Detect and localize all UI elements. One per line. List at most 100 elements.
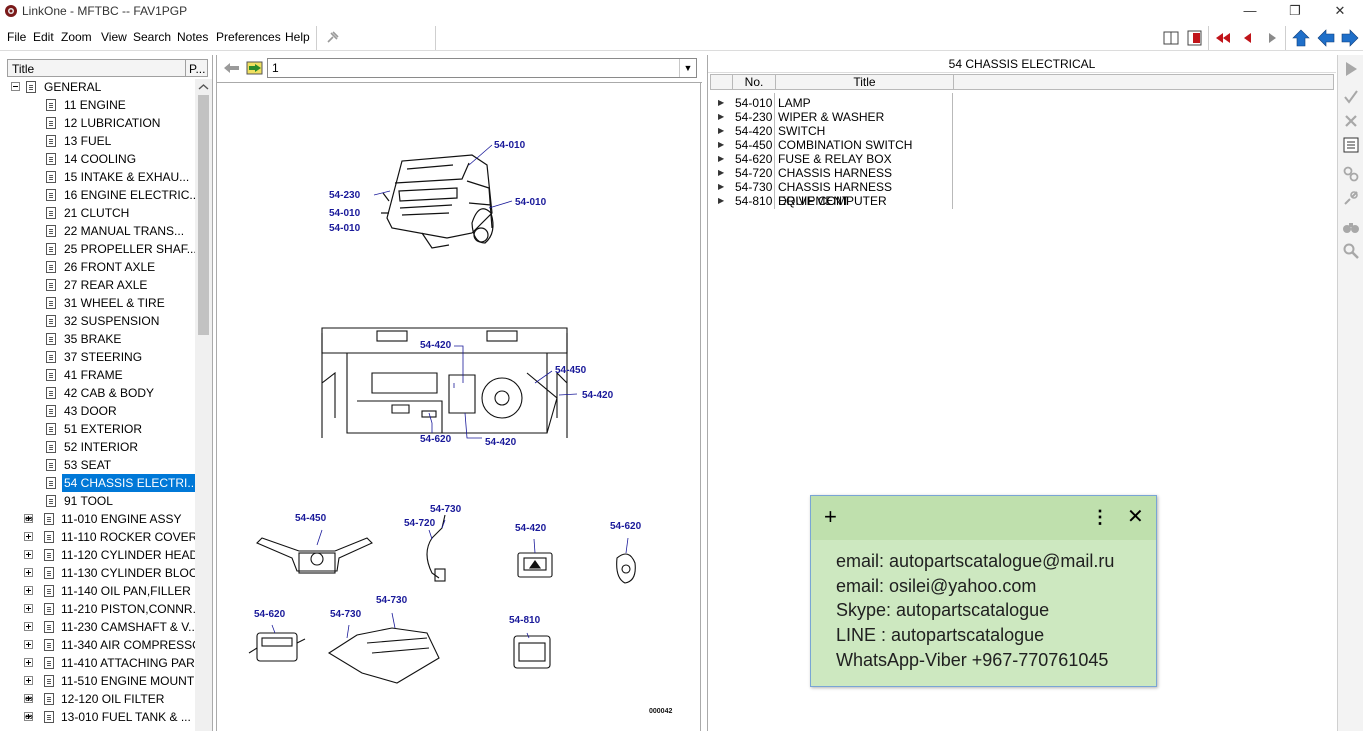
expand-arrow-icon[interactable]: ▶ (718, 98, 725, 107)
column-number[interactable]: No. (733, 75, 776, 89)
expand-arrow-icon[interactable]: ▶ (718, 140, 725, 149)
callout-label[interactable]: 54-720 (404, 518, 436, 529)
expand-icon[interactable] (24, 514, 33, 523)
tree-item-section[interactable]: 11 ENGINE (0, 96, 195, 114)
menu-notes[interactable]: Notes (177, 30, 209, 44)
callout-label[interactable]: 54-010 (515, 197, 547, 208)
tree-item-group[interactable]: ∞13-010 FUEL TANK & ... (0, 708, 195, 726)
expand-icon[interactable] (24, 712, 33, 721)
tree-item-group[interactable]: 11-410 ATTACHING PAR... (0, 654, 205, 672)
navigate-back-icon[interactable] (1316, 28, 1336, 48)
tree-item-section[interactable]: 54 CHASSIS ELECTRI... (0, 474, 200, 492)
tree-item-section[interactable]: 12 LUBRICATION (0, 114, 195, 132)
tree-item-group[interactable]: 11-140 OIL PAN,FILLER ... (0, 582, 204, 600)
callout-label[interactable]: 54-010 (329, 223, 361, 234)
expand-arrow-icon[interactable]: ▶ (718, 182, 725, 191)
callout-label[interactable]: 54-230 (329, 190, 361, 201)
callout-label[interactable]: 54-010 (329, 208, 361, 219)
tree-item-group[interactable]: 11-340 AIR COMPRESSO... (0, 636, 212, 654)
callout-label[interactable]: 54-420 (582, 390, 614, 401)
callout-label[interactable]: 54-620 (420, 434, 452, 445)
tree-item-group[interactable]: 11-130 CYLINDER BLOC... (0, 564, 208, 582)
expand-icon[interactable] (24, 640, 33, 649)
tree-root-general[interactable]: GENERAL (0, 78, 195, 96)
tree-item-section[interactable]: 52 INTERIOR (0, 438, 195, 456)
navigate-up-icon[interactable] (1291, 28, 1311, 48)
tree-item-group[interactable]: ∞11-010 ENGINE ASSY (0, 510, 195, 528)
callout-label[interactable]: 54-450 (555, 365, 587, 376)
tree-item-section[interactable]: 43 DOOR (0, 402, 195, 420)
menu-edit[interactable]: Edit (33, 30, 54, 44)
next-page-icon[interactable] (1262, 28, 1282, 48)
tree-item-section[interactable]: 13 FUEL (0, 132, 195, 150)
column-title[interactable]: Title (776, 75, 954, 89)
menu-preferences[interactable]: Preferences (216, 30, 281, 44)
pin-icon[interactable] (322, 28, 342, 48)
menu-zoom[interactable]: Zoom (61, 30, 92, 44)
callout-label[interactable]: 54-420 (420, 340, 452, 351)
tree-item-section[interactable]: 91 TOOL (0, 492, 195, 510)
callout-label[interactable]: 54-010 (494, 140, 526, 151)
chevron-down-icon[interactable]: ▼ (679, 59, 696, 77)
expand-arrow-icon[interactable]: ▶ (718, 196, 725, 205)
notes-book-icon[interactable] (1185, 28, 1205, 48)
first-page-icon[interactable] (1213, 28, 1233, 48)
tree-column-title[interactable]: Title (12, 62, 35, 76)
list-icon[interactable] (1342, 136, 1360, 154)
callout-label[interactable]: 54-420 (485, 437, 517, 448)
collapse-icon[interactable] (11, 82, 20, 91)
expand-arrow-icon[interactable]: ▶ (718, 168, 725, 177)
callout-label[interactable]: 54-620 (610, 521, 642, 532)
expand-arrow-icon[interactable]: ▶ (718, 112, 725, 121)
tree-item-group[interactable]: ∞12-120 OIL FILTER (0, 690, 195, 708)
expand-icon[interactable] (24, 604, 33, 613)
add-note-icon[interactable]: + (824, 504, 837, 529)
tree-item-section[interactable]: 35 BRAKE (0, 330, 195, 348)
binoculars-icon[interactable] (1342, 218, 1360, 236)
more-options-icon[interactable]: ⋮ (1091, 507, 1109, 527)
callout-label[interactable]: 54-730 (376, 595, 408, 606)
callout-label[interactable]: 54-730 (430, 504, 462, 515)
menu-help[interactable]: Help (285, 30, 310, 44)
tree-column-page[interactable]: P... (185, 60, 209, 76)
expand-icon[interactable] (24, 676, 33, 685)
tree-item-group[interactable]: 11-110 ROCKER COVER ... (0, 528, 211, 546)
tree-item-section[interactable]: 32 SUSPENSION (0, 312, 195, 330)
menu-search[interactable]: Search (133, 30, 172, 44)
callout-label[interactable]: 54-620 (254, 609, 286, 620)
tree-scrollbar[interactable] (195, 79, 212, 731)
page-select[interactable]: 1 ▼ (267, 58, 697, 78)
tree-item-section[interactable]: 25 PROPELLER SHAF... (0, 240, 197, 258)
expand-icon[interactable] (24, 694, 33, 703)
tree-item-section[interactable]: 42 CAB & BODY (0, 384, 195, 402)
callout-back-icon[interactable] (223, 60, 241, 76)
tree-item-section[interactable]: 51 EXTERIOR (0, 420, 195, 438)
callout-label[interactable]: 54-730 (330, 609, 362, 620)
unlink-icon[interactable] (1342, 189, 1360, 207)
tree-item-section[interactable]: 15 INTAKE & EXHAU... (0, 168, 195, 186)
parts-illustration[interactable]: 54-010 54-230 54-010 54-010 54-010 54-42… (217, 83, 702, 731)
expand-icon[interactable] (24, 568, 33, 577)
tree-item-section[interactable]: 22 MANUAL TRANS... (0, 222, 195, 240)
play-icon[interactable] (1342, 60, 1360, 78)
tree-item-group[interactable]: 11-120 CYLINDER HEAD (0, 546, 198, 564)
tree-item-group[interactable]: 11-230 CAMSHAFT & V... (0, 618, 198, 636)
minimize-button[interactable]: — (1243, 3, 1257, 18)
menu-view[interactable]: View (101, 30, 127, 44)
callout-forward-icon[interactable] (246, 60, 264, 76)
expand-icon[interactable] (24, 532, 33, 541)
tree-item-section[interactable]: 21 CLUTCH (0, 204, 195, 222)
expand-icon[interactable] (24, 622, 33, 631)
magnifier-icon[interactable] (1342, 242, 1360, 260)
tree-item-group[interactable]: 11-210 PISTON,CONNR... (0, 600, 203, 618)
callout-label[interactable]: 54-420 (515, 523, 547, 534)
expand-icon[interactable] (24, 586, 33, 595)
tree-item-section[interactable]: 14 COOLING (0, 150, 195, 168)
delete-icon[interactable] (1342, 112, 1360, 130)
